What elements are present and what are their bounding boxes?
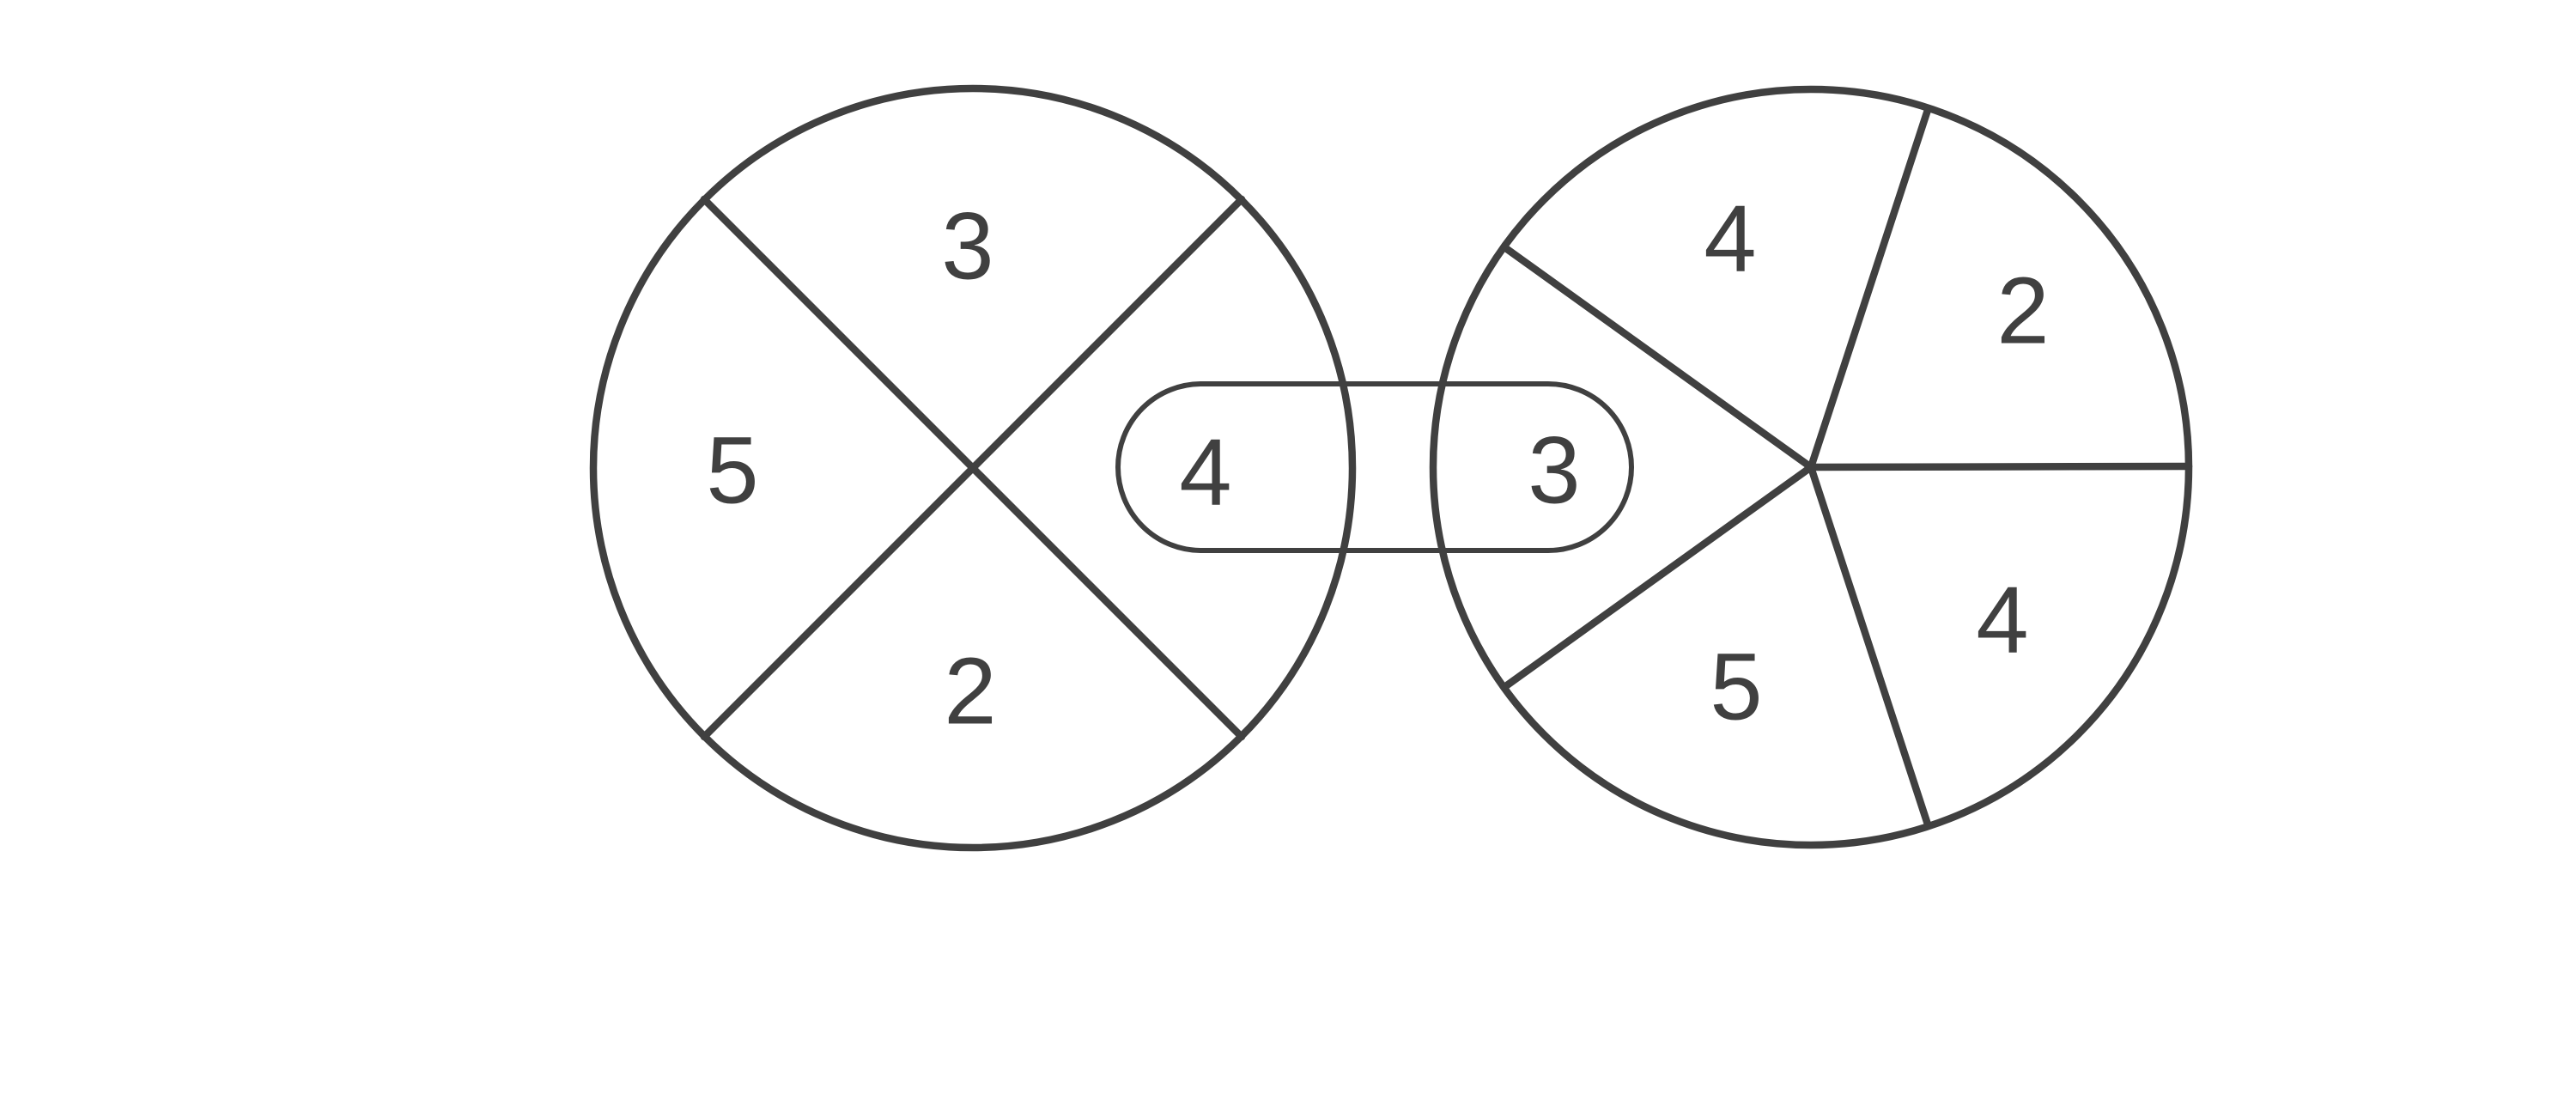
left-sector-bottom-number: 2 xyxy=(944,639,996,745)
right-circle-divider-top-left xyxy=(1503,245,1815,471)
left-circle: 3 5 2 4 xyxy=(589,84,1357,852)
right-sector-top-right-number: 2 xyxy=(1996,258,2049,364)
right-sector-bottom-number: 5 xyxy=(1710,635,1762,740)
left-circle-outline xyxy=(589,84,1357,852)
left-circle-divider-2 xyxy=(700,195,1246,741)
left-sector-top-number: 3 xyxy=(941,194,993,300)
right-sector-top-left-number: 4 xyxy=(1704,186,1756,292)
right-sector-left-number: 3 xyxy=(1528,418,1580,524)
left-sector-left-number: 5 xyxy=(706,418,758,524)
left-sector-right-number: 4 xyxy=(1179,420,1231,526)
connector-capsule xyxy=(1115,381,1634,553)
right-circle-divider-right xyxy=(1807,462,2193,471)
right-circle: 4 2 4 5 3 xyxy=(1429,85,2193,849)
right-sector-bottom-right-number: 4 xyxy=(1976,568,2028,673)
right-circle-divider-bottom-right xyxy=(1807,463,1932,829)
right-circle-divider-bottom-left xyxy=(1503,463,1815,690)
right-circle-divider-top-right xyxy=(1807,106,1932,471)
